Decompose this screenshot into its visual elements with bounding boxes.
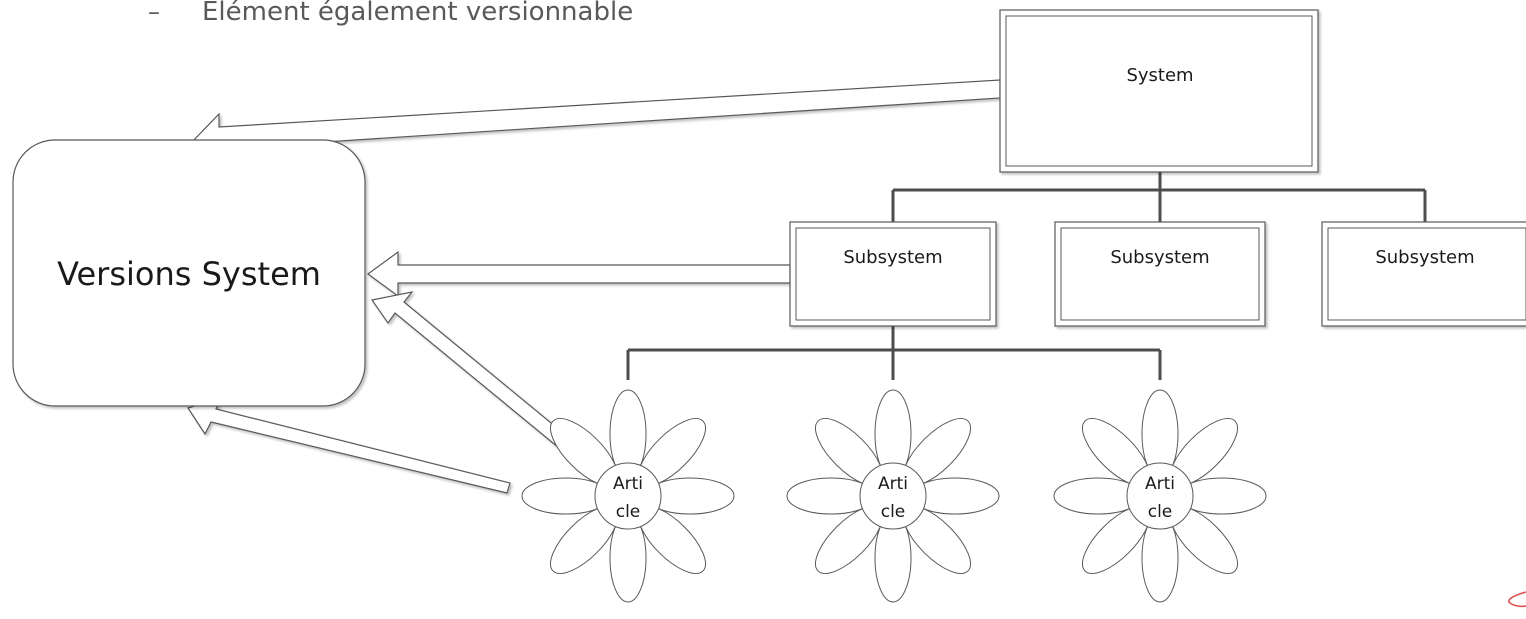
versions-system-box xyxy=(12,139,366,407)
subsystem-box-3 xyxy=(1321,221,1526,327)
system-label: System xyxy=(1126,65,1193,86)
article-flower-2 xyxy=(786,389,1000,603)
connector-subsystem-to-articles xyxy=(626,326,1162,380)
annotation-mark xyxy=(1508,591,1526,608)
bullet-text: Elément également versionnable xyxy=(202,0,634,27)
arrow-subsystem-to-versions xyxy=(366,250,791,298)
arrow-article-to-versions-lower xyxy=(187,397,511,494)
hierarchy-connectors xyxy=(626,172,1427,380)
article-label-1-line2: cle xyxy=(616,502,641,522)
article-flower-1 xyxy=(521,389,735,603)
system-box xyxy=(999,9,1319,173)
subsystem-label-2: Subsystem xyxy=(1110,247,1209,268)
article-label-2-line2: cle xyxy=(881,502,906,522)
subsystem-box-2 xyxy=(1054,221,1266,327)
versions-system-label: Versions System xyxy=(57,255,321,293)
subsystem-box-1 xyxy=(789,221,997,327)
subsystem-label-3: Subsystem xyxy=(1375,247,1474,268)
subsystem-label-1: Subsystem xyxy=(843,247,942,268)
article-label-3-line1: Arti xyxy=(1145,474,1175,494)
article-label-1-line1: Arti xyxy=(613,474,643,494)
article-label-3-line2: cle xyxy=(1148,502,1173,522)
bullet-dash: – xyxy=(148,0,160,26)
article-flower-3 xyxy=(1053,389,1267,603)
article-label-2-line1: Arti xyxy=(878,474,908,494)
connector-system-to-subsystems xyxy=(891,172,1427,222)
